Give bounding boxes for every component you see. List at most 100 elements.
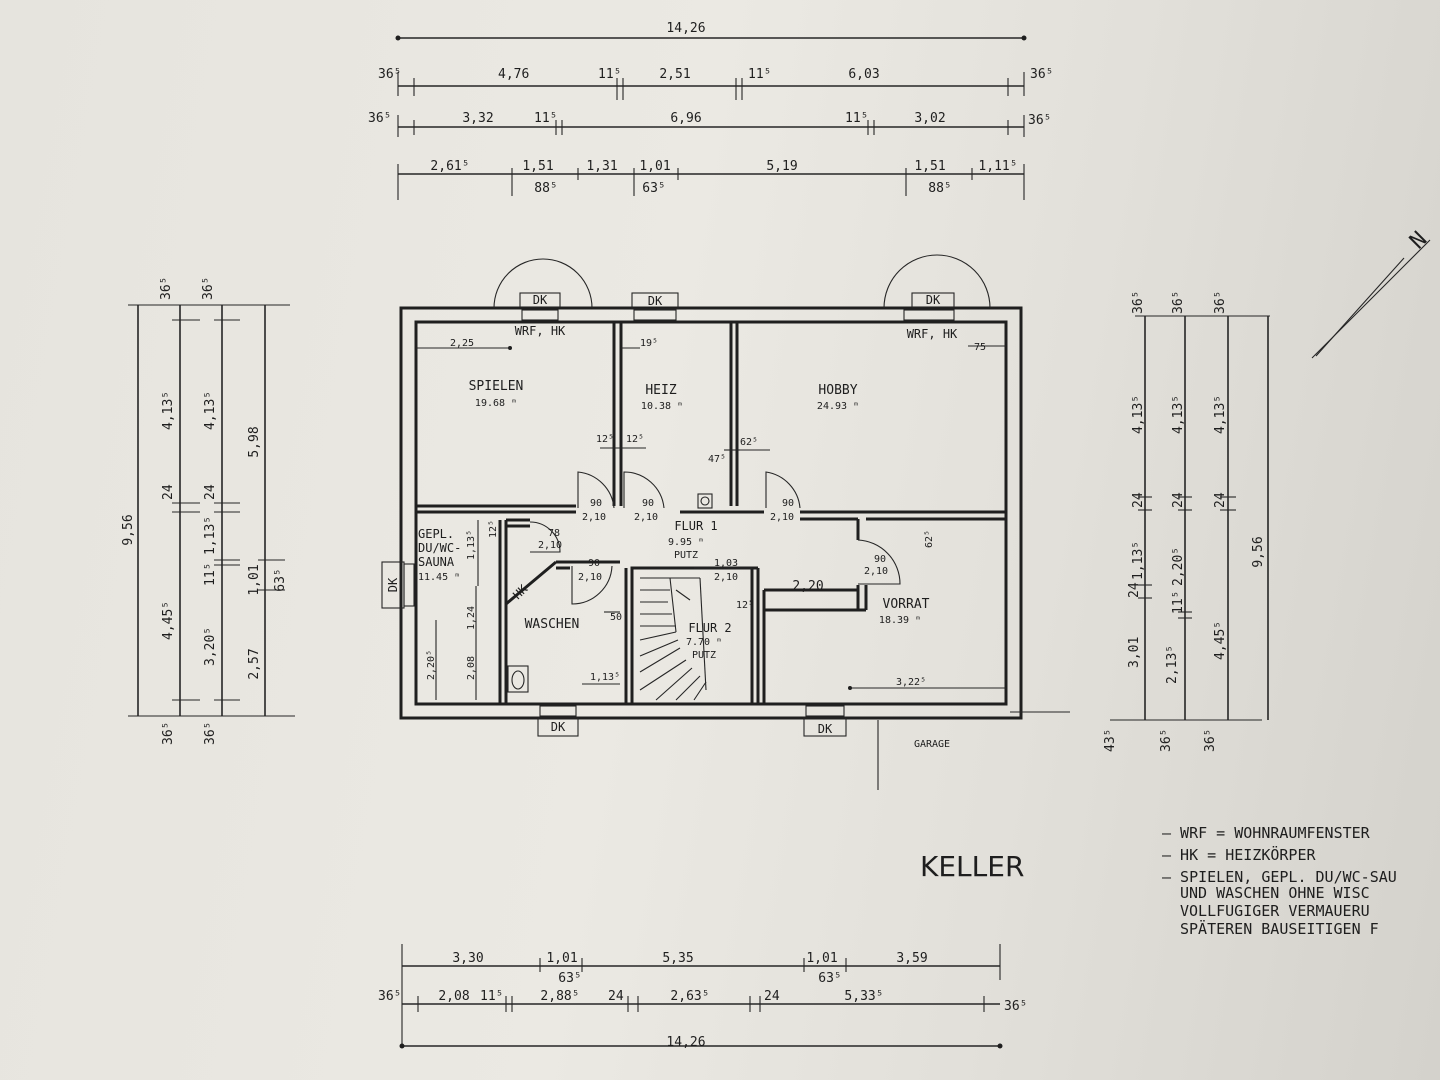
dim: 1,01	[639, 159, 670, 174]
room-name-spielen: SPIELEN	[469, 379, 524, 394]
dim: 36⁵	[1171, 291, 1186, 314]
dim: 2,63⁵	[670, 989, 709, 1004]
dim: 36⁵	[203, 722, 218, 745]
dim: 2,51	[659, 67, 690, 82]
left-dimensions: 9,56 36⁵ 4,13⁵ 24 4,45⁵ 36⁵ 36⁵ 4,13⁵ 24…	[121, 277, 295, 745]
door-width: 90	[782, 498, 794, 509]
door-width: 90	[642, 498, 654, 509]
room-name-flur2: FLUR 2	[688, 621, 731, 635]
dim: 63⁵	[818, 971, 841, 986]
room-name-sauna: SAUNA	[418, 555, 455, 569]
dim: 5,35	[662, 951, 693, 966]
dim: 1,01	[247, 564, 262, 595]
room-note-flur2: PUTZ	[692, 650, 716, 661]
dim: 4,13⁵	[1131, 395, 1146, 434]
dim: 63⁵	[273, 568, 288, 591]
dim: 4,45⁵	[1213, 621, 1228, 660]
door-width: 90	[588, 558, 600, 569]
dim: 1,31	[586, 159, 617, 174]
window-label: DK	[926, 293, 941, 307]
door-height: 2,10	[582, 512, 606, 523]
walls	[399, 306, 1023, 720]
dim: 36⁵	[1159, 729, 1174, 752]
dim: 36⁵	[161, 722, 176, 745]
dim: 12⁵	[488, 520, 499, 538]
dim: 2,13⁵	[1165, 645, 1180, 684]
dim: 47⁵	[708, 454, 726, 465]
dim: 3,32	[462, 111, 493, 126]
dim: 5,33⁵	[844, 989, 883, 1004]
plan-title: KELLER	[920, 850, 1024, 883]
dim: 5,19	[766, 159, 797, 174]
dim: 24	[1131, 492, 1146, 508]
window-label: DK	[551, 720, 566, 734]
room-area-sauna: 11.45 ᵐ	[418, 572, 460, 583]
top-total-dim: 14,26	[666, 21, 705, 36]
legend-line: UND WASCHEN OHNE WISC	[1180, 884, 1370, 902]
dim: 12⁵	[596, 434, 614, 445]
dim: 4,13⁵	[1171, 395, 1186, 434]
dim: 3,59	[896, 951, 927, 966]
dim: 50	[610, 612, 622, 623]
dim: 11⁵	[480, 989, 503, 1004]
door-height: 2,10	[538, 540, 562, 551]
dim: 4,45⁵	[161, 601, 176, 640]
legend-line: VOLLFUGIGER VERMAUERU	[1180, 902, 1370, 920]
bottom-total-dim: 14,26	[666, 1035, 705, 1050]
dim: 1,13⁵	[203, 516, 218, 555]
dim: 63⁵	[642, 181, 665, 196]
legend-line: – SPIELEN, GEPL. DU/WC-SAU	[1162, 868, 1397, 886]
dim: 11⁵	[845, 111, 868, 126]
dim: 24	[1127, 582, 1142, 598]
window-label: DK	[648, 294, 663, 308]
dim: 24	[1213, 492, 1228, 508]
dim: 1,24	[466, 606, 477, 630]
dim: 2,57	[247, 648, 262, 679]
window-label: DK	[386, 577, 400, 592]
inner-dimensions: 2,25 19⁵ 75 12⁵ 12⁵ 47⁵ 62⁵ 90 2,10 90 2…	[416, 338, 1006, 700]
room-name-vorrat: VORRAT	[883, 597, 930, 612]
legend: – WRF = WOHNRAUMFENSTER – HK = HEIZKÖRPE…	[1162, 824, 1397, 938]
dim: 75	[974, 342, 986, 353]
dim: 2,20⁵	[426, 650, 437, 680]
dim: 19⁵	[640, 338, 658, 349]
top-dimensions: 14,26 36⁵ 4,76 11⁵ 2,51 11⁵ 6,03 36⁵ 36⁵…	[368, 21, 1053, 200]
legend-line: – WRF = WOHNRAUMFENSTER	[1162, 824, 1371, 842]
dim: 2,08	[466, 656, 477, 680]
doors	[529, 471, 901, 605]
room-name-waschen: WASCHEN	[525, 617, 580, 632]
dim: 88⁵	[928, 181, 951, 196]
room-name-sauna: GEPL.	[418, 527, 454, 541]
dim: 3,02	[914, 111, 945, 126]
dim: 62⁵	[924, 530, 935, 548]
door-width: 90	[874, 554, 886, 565]
window-label: DK	[818, 722, 833, 736]
dim: 11⁵	[203, 563, 218, 586]
north-arrow-icon: N	[1311, 227, 1432, 359]
dim: 1,51	[914, 159, 945, 174]
room-name-hobby: HOBBY	[818, 383, 857, 398]
dim: 36⁵	[201, 277, 216, 300]
dim: 11⁵	[1171, 591, 1186, 614]
dim: 36⁵	[1028, 113, 1051, 128]
room-name-sauna: DU/WC-	[418, 541, 461, 555]
dim: 2,61⁵	[430, 159, 469, 174]
room-area-heiz: 10.38 ᵐ	[641, 401, 683, 412]
dim: 2,08	[438, 989, 469, 1004]
room-note-flur1: PUTZ	[674, 550, 698, 561]
dim: 1,13⁵	[590, 672, 620, 683]
dim: 6,96	[670, 111, 701, 126]
dim: 2,88⁵	[540, 989, 579, 1004]
door-height: 2,10	[864, 566, 888, 577]
right-dimensions: 36⁵ 4,13⁵ 24 1,13⁵ 24 3,01 43⁵ 36⁵ 4,13⁵…	[1103, 291, 1270, 752]
dim: 1,11⁵	[978, 159, 1017, 174]
dim: 2,25	[450, 338, 474, 349]
dim: 36⁵	[1004, 999, 1027, 1014]
dim: 4,76	[498, 67, 529, 82]
garage-label: GARAGE	[914, 739, 950, 750]
dim: 1,01	[806, 951, 837, 966]
dim: 36⁵	[378, 989, 401, 1004]
dim: 36⁵	[378, 67, 401, 82]
dim: 24	[161, 484, 176, 500]
dim: 1,13⁵	[466, 530, 477, 560]
